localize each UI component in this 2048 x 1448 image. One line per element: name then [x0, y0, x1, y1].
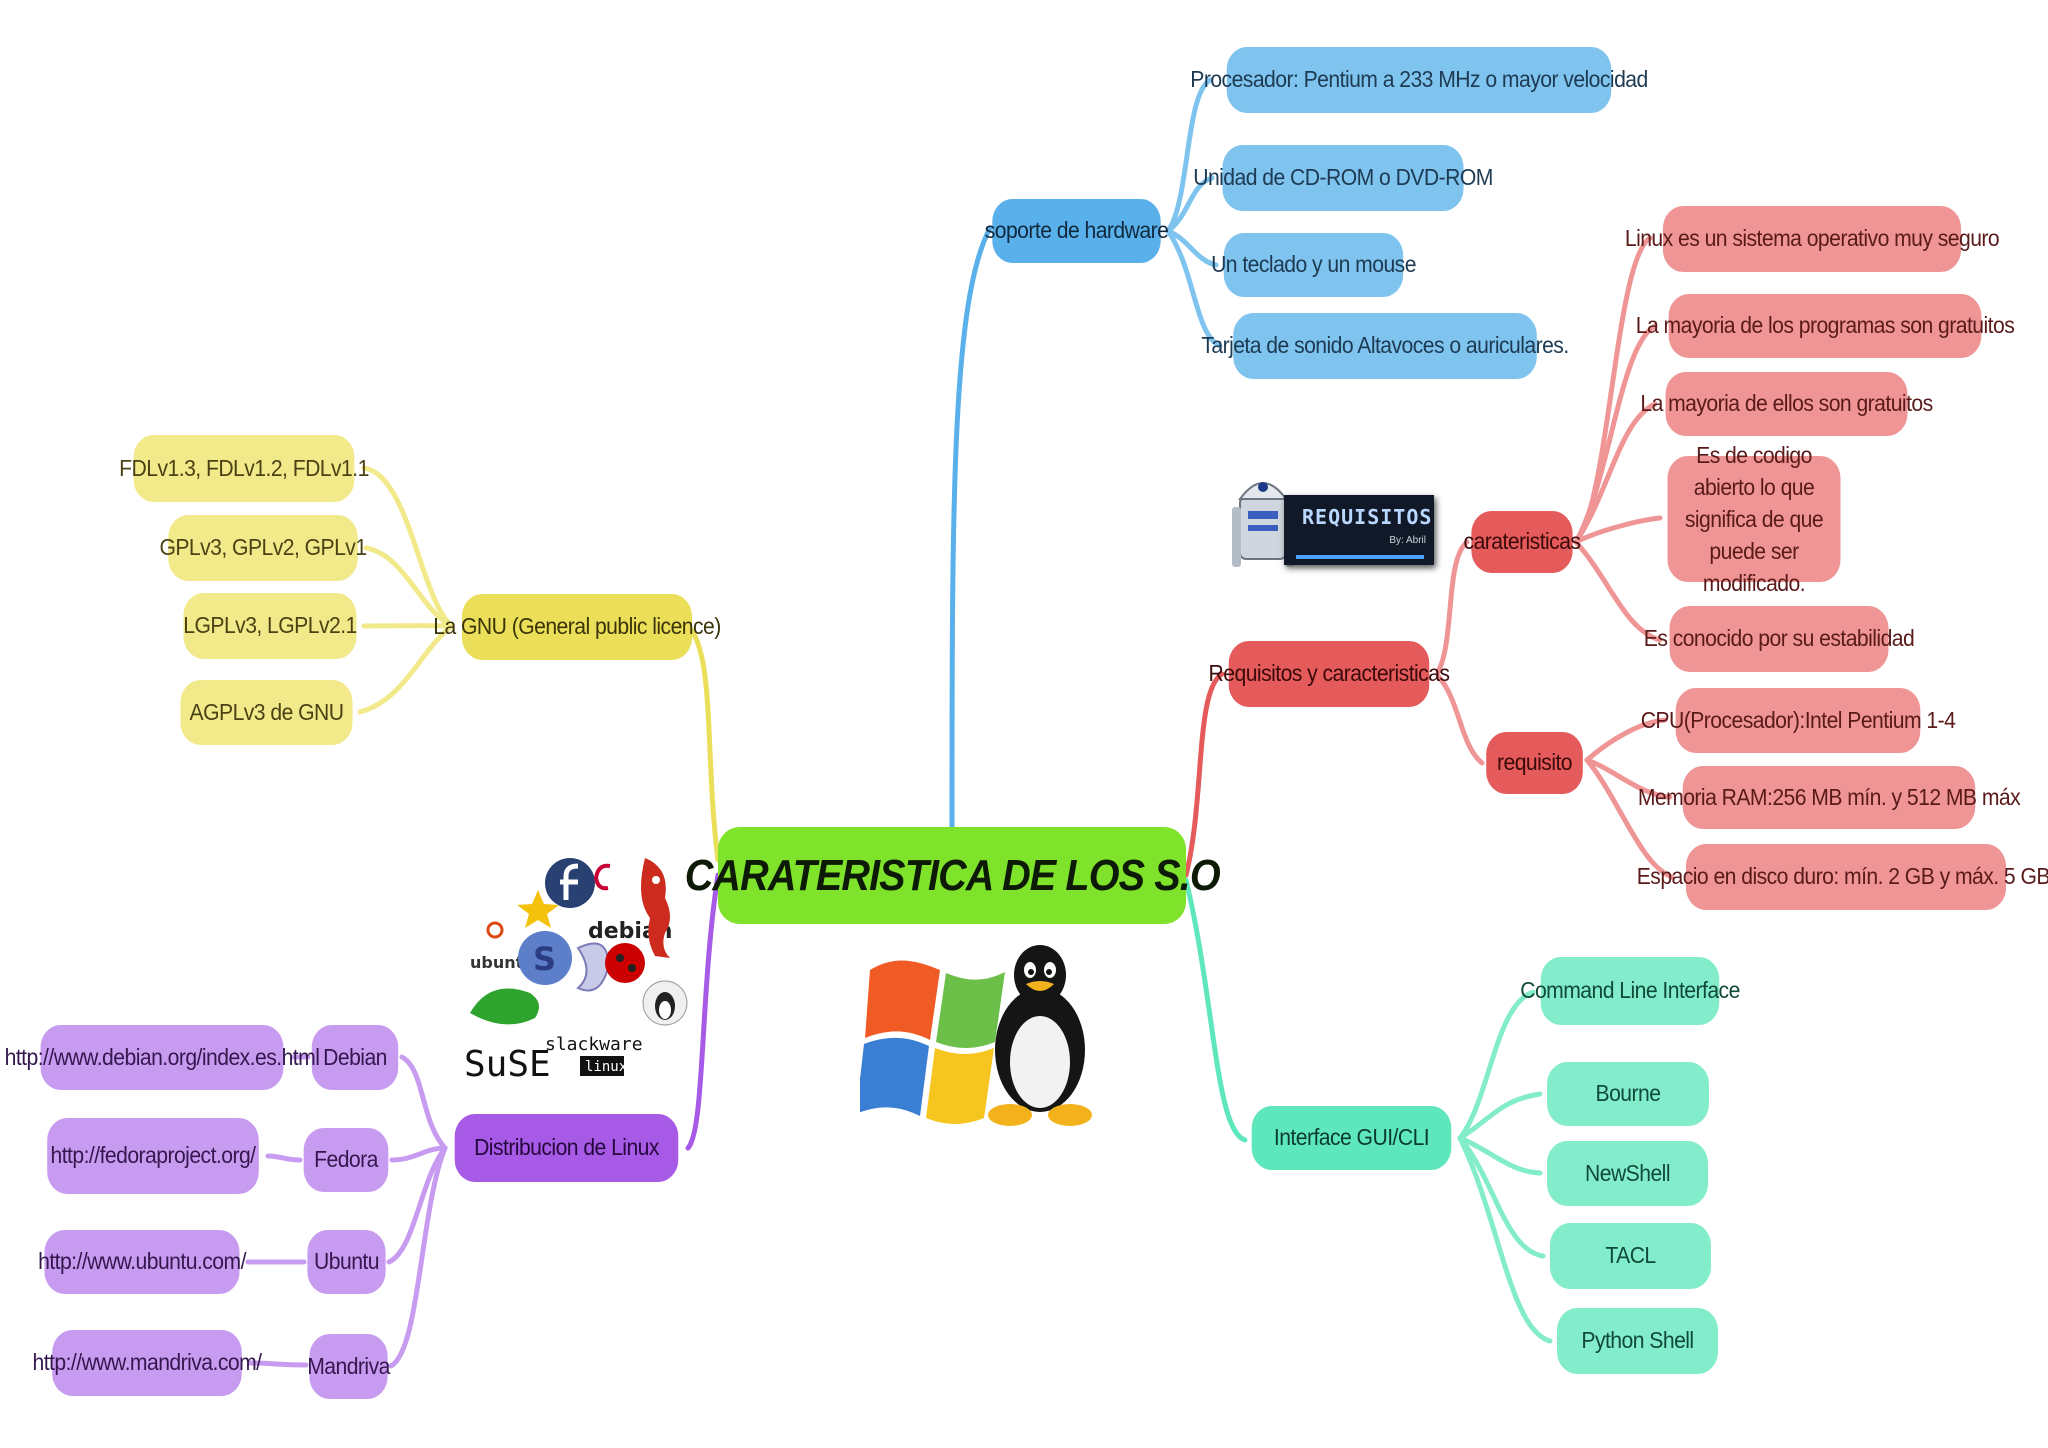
requisitos-banner: REQUISITOS By: Abril: [1228, 465, 1436, 583]
distro-url[interactable]: http://www.mandriva.com/: [33, 1330, 262, 1396]
distros-node[interactable]: Distribucion de Linux: [454, 1114, 679, 1182]
hardware-item[interactable]: Un teclado y un mouse: [1211, 233, 1416, 297]
central-topic-title: CARATERISTICA DE LOS S.O: [684, 850, 1220, 900]
gnu-item[interactable]: LGPLv3, LGPLv2.1: [183, 593, 357, 659]
requisito-item[interactable]: Memoria RAM:256 MB mín. y 512 MB máx: [1638, 766, 2021, 829]
svg-text:linux: linux: [585, 1059, 627, 1075]
gnu-item[interactable]: AGPLv3 de GNU: [180, 680, 353, 745]
mandriva-logo-icon: S: [518, 931, 572, 985]
windows-flag-icon: [860, 960, 1005, 1124]
interface-item[interactable]: TACL: [1550, 1223, 1711, 1289]
caracteristica-item[interactable]: La mayoria de ellos son gratuitos: [1640, 372, 1933, 436]
distro-url[interactable]: http://fedoraproject.org/: [47, 1118, 259, 1194]
hardware-item[interactable]: Procesador: Pentium a 233 MHz o mayor ve…: [1190, 47, 1648, 113]
requisito-item[interactable]: Espacio en disco duro: mín. 2 GB y máx. …: [1637, 844, 2048, 910]
gnu-node[interactable]: La GNU (General public licence): [433, 594, 721, 660]
tux-penguin-icon: [988, 945, 1092, 1126]
central-topic[interactable]: CARATERISTICA DE LOS S.O: [684, 827, 1220, 924]
hardware-item[interactable]: Unidad de CD-ROM o DVD-ROM: [1193, 145, 1493, 211]
caracteristica-item[interactable]: La mayoria de los programas son gratuito…: [1636, 294, 2015, 358]
link-central-gnu: [687, 625, 721, 863]
requisitos-node[interactable]: Requisitos y caracteristicas: [1209, 641, 1450, 707]
requisitos-banner-plate: REQUISITOS By: Abril: [1284, 495, 1434, 565]
caracteristicas-node[interactable]: carateristicas: [1464, 511, 1581, 573]
requisitos-banner-text: REQUISITOS: [1302, 505, 1433, 529]
distro-name[interactable]: Fedora: [303, 1128, 389, 1192]
requisitos-banner-bar: [1296, 555, 1424, 559]
requisito-node[interactable]: requisito: [1486, 732, 1583, 794]
interface-item[interactable]: Command Line Interface: [1520, 957, 1740, 1025]
redhat-logo-icon: [605, 943, 645, 983]
link-central-interface: [1183, 877, 1248, 1143]
distro-url[interactable]: http://www.debian.org/index.es.html: [5, 1025, 320, 1090]
tux-small-icon: [642, 980, 688, 1026]
interface-node[interactable]: Interface GUI/CLI: [1251, 1106, 1452, 1170]
hardware-item[interactable]: Tarjeta de sonido Altavoces o auriculare…: [1201, 313, 1569, 379]
interface-item[interactable]: NewShell: [1547, 1141, 1708, 1206]
requisito-item[interactable]: CPU(Procesador):Intel Pentium 1-4: [1641, 688, 1956, 753]
linux-distros-logos: debian ubuntu S: [464, 858, 688, 1085]
requisitos-banner-sub: By: Abril: [1389, 535, 1426, 546]
fedora-logo-icon: [545, 858, 595, 908]
svg-text:slackware: slackware: [545, 1034, 643, 1055]
caracteristica-item[interactable]: Linux es un sistema operativo muy seguro: [1625, 206, 2000, 272]
distro-url[interactable]: http://www.ubuntu.com/: [38, 1230, 246, 1294]
distro-name[interactable]: Ubuntu: [307, 1230, 386, 1294]
link-central-distros: [685, 872, 721, 1151]
star-icon: [517, 890, 559, 928]
link-central-hardware: [949, 225, 993, 830]
distro-name[interactable]: Debian: [311, 1025, 399, 1090]
svg-text:S: S: [533, 940, 556, 978]
link-central-requisitos: [1183, 671, 1225, 878]
windows-linux-logos: [860, 945, 1092, 1126]
gentoo-logo-icon: [576, 942, 610, 992]
slackware-logo-icon: slackware linux: [545, 1034, 643, 1076]
gnu-item[interactable]: GPLv3, GPLv2, GPLv1: [159, 515, 367, 581]
hardware-node[interactable]: soporte de hardware: [985, 199, 1169, 263]
caracteristica-item[interactable]: Es de codigo abierto lo que significa de…: [1667, 442, 1841, 596]
gnu-item[interactable]: FDLv1.3, FDLv1.2, FDLv1.1: [119, 435, 369, 502]
svg-text:SuSE: SuSE: [464, 1044, 551, 1085]
freebsd-daemon-icon: [641, 858, 670, 958]
interface-item[interactable]: Bourne: [1547, 1062, 1709, 1126]
interface-item[interactable]: Python Shell: [1557, 1308, 1718, 1374]
caracteristica-item[interactable]: Es conocido por su estabilidad: [1644, 606, 1915, 672]
distro-name[interactable]: Mandriva: [307, 1334, 390, 1399]
suse-logo-icon: SuSE: [464, 988, 551, 1085]
